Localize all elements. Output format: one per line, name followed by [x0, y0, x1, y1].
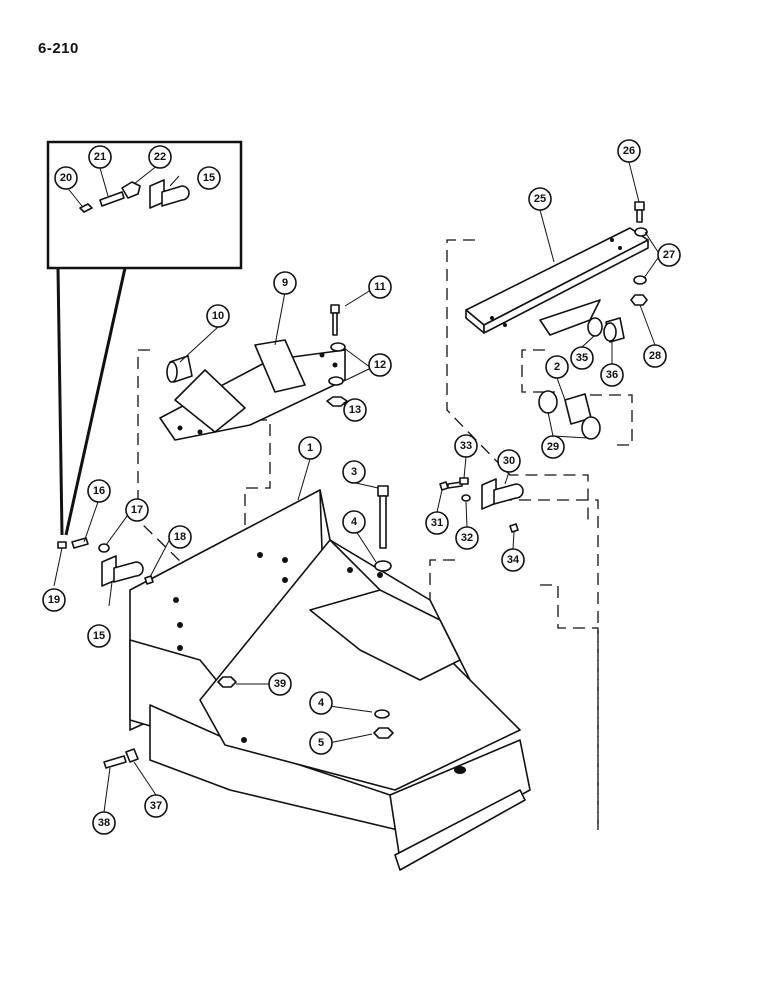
callout-label: 12 — [374, 359, 386, 371]
callout-label: 38 — [98, 817, 110, 829]
callout-29: 29 — [541, 435, 565, 459]
callout-label: 19 — [48, 594, 60, 606]
callout-label: 26 — [623, 145, 635, 157]
top-plate-25 — [465, 227, 649, 336]
callout-10: 10 — [206, 304, 230, 328]
callout-label: 16 — [93, 485, 105, 497]
callout-31: 31 — [425, 511, 449, 535]
callout-label: 1 — [307, 442, 313, 454]
callout-label: 32 — [461, 532, 473, 544]
callout-label: 20 — [60, 172, 72, 184]
callout-17: 17 — [125, 498, 149, 522]
main-frame-1 — [129, 489, 531, 871]
upper-bracket-9 — [159, 339, 346, 441]
callout-label: 18 — [174, 531, 186, 543]
callout-38: 38 — [92, 811, 116, 835]
callout-21: 21 — [88, 145, 112, 169]
callout-37: 37 — [144, 794, 168, 818]
callout-label: 39 — [274, 678, 286, 690]
callout-15: 15 — [87, 624, 111, 648]
callout-13: 13 — [343, 398, 367, 422]
callout-label: 29 — [547, 441, 559, 453]
callout-label: 9 — [282, 277, 288, 289]
callout-label: 11 — [374, 281, 386, 293]
callout-label: 31 — [431, 517, 443, 529]
hardware — [57, 201, 648, 769]
callout-label: 15 — [93, 630, 105, 642]
callout-label: 30 — [503, 455, 515, 467]
page-number: 6-210 — [38, 40, 79, 57]
grease-fitting-20 — [79, 203, 93, 213]
callout-label: 21 — [94, 151, 106, 163]
adapter-21 — [99, 191, 125, 207]
elbow-22 — [121, 181, 141, 199]
bushing-10 — [166, 355, 193, 383]
callout-19: 19 — [42, 588, 66, 612]
callout-4-lower: 4 — [309, 691, 333, 715]
callout-32: 32 — [455, 526, 479, 550]
callout-label: 34 — [507, 554, 520, 566]
callout-3: 3 — [342, 460, 366, 484]
callout-35: 35 — [570, 346, 594, 370]
callout-label: 22 — [154, 151, 166, 163]
inset-detail-box — [46, 140, 243, 536]
callout-label: 25 — [534, 193, 546, 205]
callout-15-inset: 15 — [197, 166, 221, 190]
callout-label: 5 — [318, 737, 324, 749]
callout-26: 26 — [617, 139, 641, 163]
callout-label: 15 — [203, 172, 215, 184]
callout-16: 16 — [87, 479, 111, 503]
callout-label: 27 — [663, 249, 675, 261]
callout-2: 2 — [545, 355, 569, 379]
callout-label: 3 — [351, 466, 357, 478]
callout-label: 2 — [554, 361, 560, 373]
leader-lines — [53, 161, 661, 813]
callout-39: 39 — [268, 672, 292, 696]
callout-20: 20 — [54, 166, 78, 190]
callout-9: 9 — [273, 271, 297, 295]
callout-18: 18 — [168, 525, 192, 549]
callout-label: 10 — [212, 310, 224, 322]
callout-25: 25 — [528, 187, 552, 211]
callout-label: 4 — [318, 697, 325, 709]
callout-label: 35 — [576, 352, 588, 364]
callout-34: 34 — [501, 548, 525, 572]
callout-33: 33 — [454, 434, 478, 458]
callout-label: 36 — [606, 369, 618, 381]
callout-30: 30 — [497, 449, 521, 473]
callout-11: 11 — [368, 275, 392, 299]
callout-label: 17 — [131, 504, 143, 516]
callout-label: 28 — [649, 350, 661, 362]
callout-27: 27 — [657, 243, 681, 267]
callout-label: 4 — [351, 516, 358, 528]
callout-5: 5 — [309, 731, 333, 755]
pin-body-15-inset — [161, 185, 190, 207]
callout-4-upper: 4 — [342, 510, 366, 534]
callout-label: 37 — [150, 800, 162, 812]
callout-36: 36 — [600, 363, 624, 387]
callout-1: 1 — [298, 436, 322, 460]
callout-12: 12 — [368, 353, 392, 377]
callout-22: 22 — [148, 145, 172, 169]
callout-label: 13 — [349, 404, 361, 416]
callout-label: 33 — [460, 440, 472, 452]
callout-28: 28 — [643, 344, 667, 368]
